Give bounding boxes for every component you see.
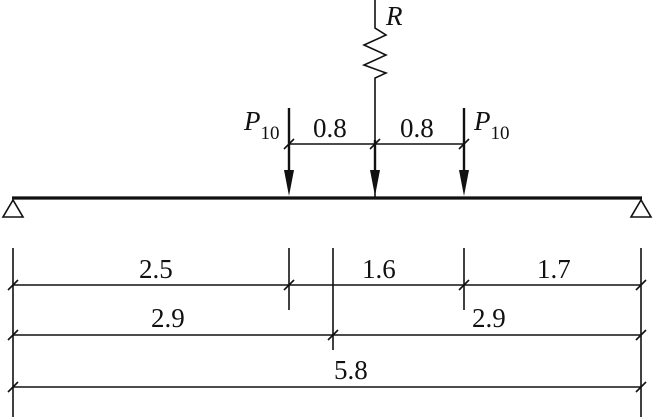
load-spacing-dimension xyxy=(283,138,470,150)
load-label-right: P10 xyxy=(473,106,510,144)
dimension-row-3 xyxy=(7,381,647,393)
spring xyxy=(361,0,389,198)
load-subscript-right: 10 xyxy=(491,123,510,144)
dim-row2-label-2: 2.9 xyxy=(472,303,506,333)
dim-row1-label-3: 1.7 xyxy=(537,254,571,284)
spring-label: R xyxy=(385,1,403,31)
load-subscript-left: 10 xyxy=(261,123,280,144)
dim-row1-label-1: 2.5 xyxy=(139,254,173,284)
dim-row3-label-1: 5.8 xyxy=(334,355,368,385)
load-symbol-right: P xyxy=(473,106,491,136)
extension-lines xyxy=(12,248,642,417)
dim-row2-label-1: 2.9 xyxy=(151,303,185,333)
dimension-row-1 xyxy=(7,279,647,291)
load-arrow-center xyxy=(370,140,380,196)
load-arrow-left xyxy=(284,108,294,196)
load-symbol-left: P xyxy=(243,106,261,136)
load-label-left: P10 xyxy=(243,106,280,144)
right-support xyxy=(629,198,653,218)
load-arrow-right xyxy=(459,108,469,196)
left-support xyxy=(1,198,25,218)
dimension-row-2 xyxy=(7,329,647,341)
load-spacing-right: 0.8 xyxy=(400,113,434,143)
load-spacing-left: 0.8 xyxy=(313,113,347,143)
dim-row1-label-2: 1.6 xyxy=(362,254,396,284)
